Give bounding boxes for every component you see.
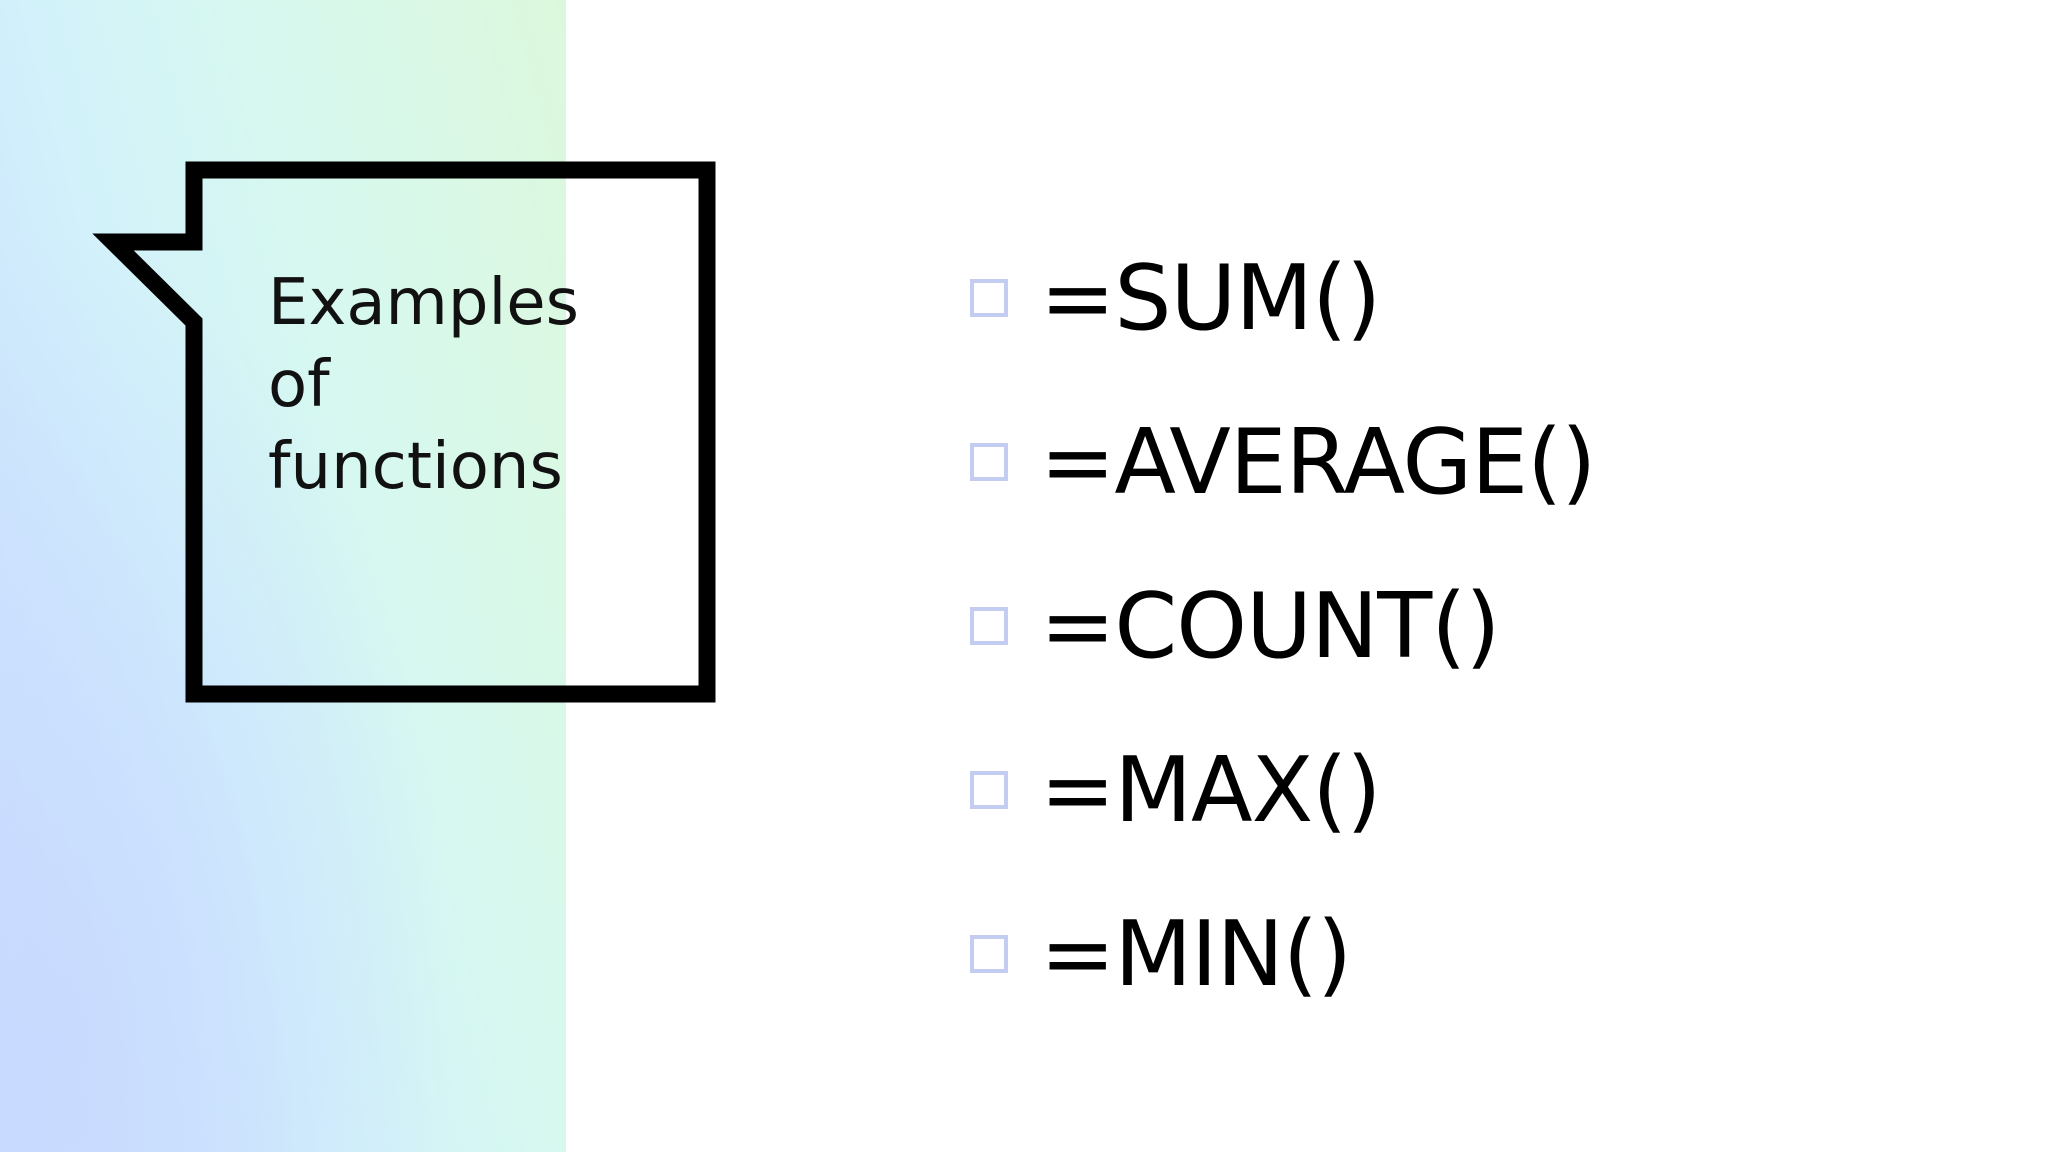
hollow-square-icon bbox=[970, 935, 1008, 973]
speech-callout-shape bbox=[92, 161, 716, 703]
function-label: =SUM() bbox=[1040, 245, 1381, 351]
function-label: =MAX() bbox=[1040, 737, 1382, 843]
function-item-average: =AVERAGE() bbox=[970, 380, 1596, 544]
speech-callout: Examples of functions bbox=[90, 160, 730, 720]
function-item-sum: =SUM() bbox=[970, 216, 1595, 380]
function-item-min: =MIN() bbox=[970, 872, 1595, 1036]
callout-title: Examples of functions bbox=[268, 266, 579, 504]
function-list: =SUM() =AVERAGE() =COUNT() =MAX() =MIN() bbox=[970, 216, 1596, 1036]
gradient-background-panel bbox=[0, 0, 566, 1152]
hollow-square-icon bbox=[970, 771, 1008, 809]
hollow-square-icon bbox=[970, 279, 1008, 317]
function-label: =AVERAGE() bbox=[1040, 409, 1596, 515]
function-item-count: =COUNT() bbox=[970, 544, 1595, 708]
function-label: =COUNT() bbox=[1040, 573, 1500, 679]
function-item-max: =MAX() bbox=[970, 708, 1595, 872]
function-label: =MIN() bbox=[1040, 901, 1352, 1007]
hollow-square-icon bbox=[970, 607, 1008, 645]
hollow-square-icon bbox=[970, 443, 1008, 481]
